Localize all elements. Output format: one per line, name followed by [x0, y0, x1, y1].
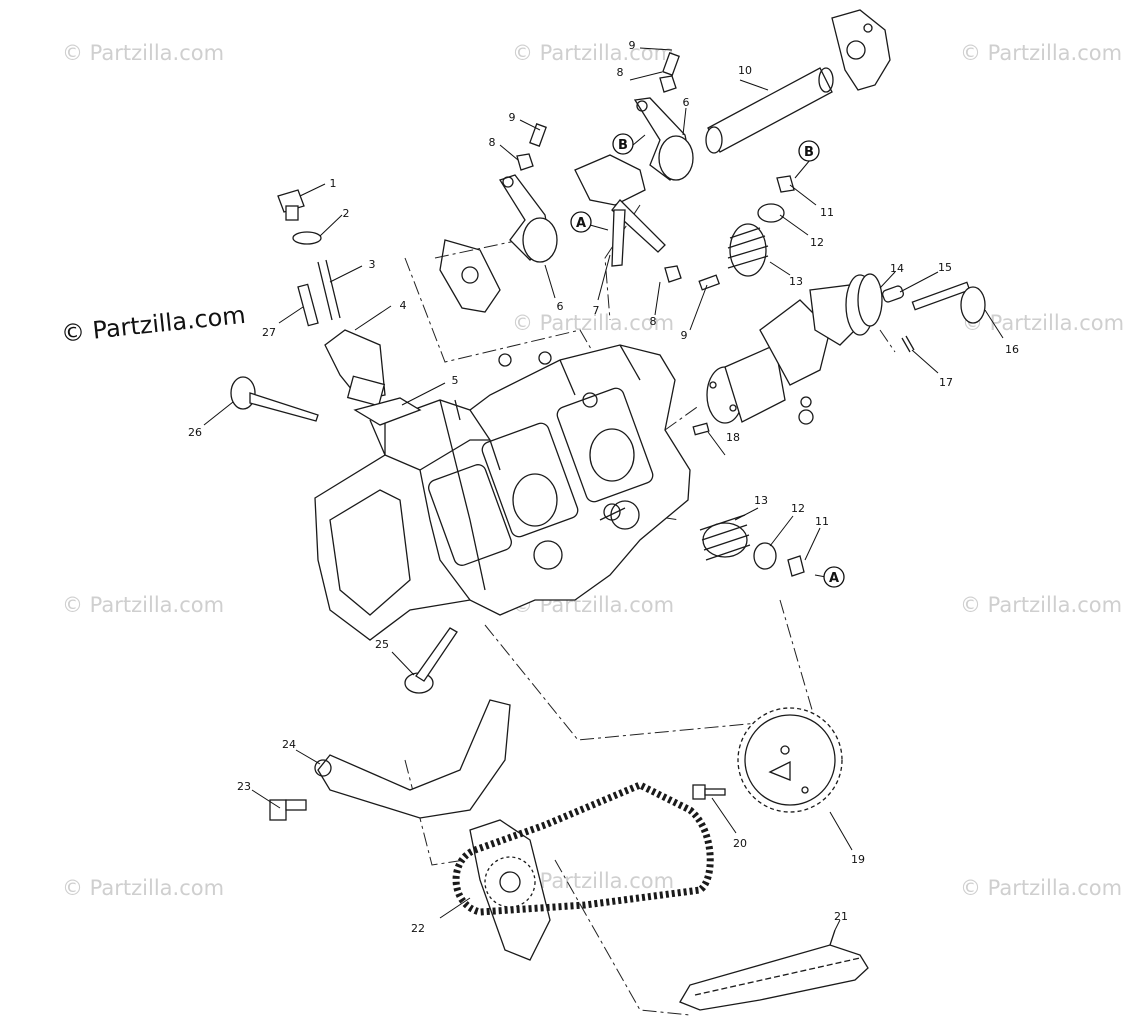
hardware	[277, 52, 986, 577]
watermark-main: © Partzilla.com	[60, 301, 247, 348]
marker-circle-a	[823, 566, 845, 588]
callout-8: 8	[617, 66, 624, 79]
chain-guide	[269, 699, 511, 821]
callout-17: 17	[939, 376, 953, 389]
marker-b-label: B	[804, 145, 814, 160]
watermark: © Partzilla.com	[960, 876, 1122, 900]
callout-12: 12	[810, 236, 824, 249]
callout-22: 22	[411, 922, 425, 935]
callout-3: 3	[369, 258, 376, 271]
callout-21: 21	[834, 910, 848, 923]
callout-16: 16	[1005, 343, 1019, 356]
tensioner-guide	[679, 929, 869, 1011]
cam-bracket	[439, 9, 891, 313]
callout-4: 4	[400, 299, 407, 312]
marker-a-label: A	[576, 216, 586, 231]
callout-23: 23	[237, 780, 251, 793]
callout-13: 13	[754, 494, 768, 507]
rocker-shaft	[705, 67, 834, 154]
watermark: © Partzilla.com	[960, 41, 1122, 65]
callout-10: 10	[738, 64, 752, 77]
cylinder-head	[314, 344, 691, 641]
watermark: © Partzilla.com	[962, 311, 1124, 335]
callout-labels: 1 2 3 4 5 6 6 7 8 8 8 9 9 9 10 11 11 12 …	[188, 39, 1019, 935]
marker-circle-b	[798, 140, 820, 162]
watermark: © Partzilla.com	[62, 41, 224, 65]
rocker-arms	[499, 97, 694, 267]
marker-circle-b	[612, 133, 634, 155]
marker-b-label: B	[618, 138, 628, 153]
reference-markers: A A B B	[570, 133, 845, 588]
callout-8: 8	[650, 315, 657, 328]
callout-26: 26	[188, 426, 202, 439]
valves	[230, 376, 458, 694]
callout-8: 8	[489, 136, 496, 149]
callout-12: 12	[791, 502, 805, 515]
callout-11: 11	[815, 515, 829, 528]
watermark: © Partzilla.com	[512, 869, 674, 893]
callout-5: 5	[452, 374, 459, 387]
watermark: © Partzilla.com	[960, 593, 1122, 617]
callout-24: 24	[282, 738, 296, 751]
marker-circle-a	[570, 211, 592, 233]
callout-9: 9	[509, 111, 516, 124]
callout-14: 14	[890, 262, 904, 275]
callout-25: 25	[375, 638, 389, 651]
leader-lines	[203, 47, 1004, 931]
callout-6: 6	[683, 96, 690, 109]
callout-1: 1	[330, 177, 337, 190]
callout-19: 19	[851, 853, 865, 866]
callout-27: 27	[262, 326, 276, 339]
callout-6: 6	[557, 300, 564, 313]
marker-a-label: A	[829, 571, 839, 586]
watermark: © Partzilla.com	[62, 876, 224, 900]
callout-18: 18	[726, 431, 740, 444]
watermark: © Partzilla.com	[512, 311, 674, 335]
watermark: © Partzilla.com	[62, 593, 224, 617]
callout-2: 2	[343, 207, 350, 220]
callout-7: 7	[593, 304, 600, 317]
watermark: © Partzilla.com	[512, 41, 674, 65]
callout-11: 11	[820, 206, 834, 219]
cam-sprocket	[692, 707, 843, 813]
camshaft	[706, 273, 904, 425]
callout-9: 9	[629, 39, 636, 52]
watermarks: © Partzilla.com © Partzilla.com © Partzi…	[60, 41, 1124, 900]
callout-13: 13	[789, 275, 803, 288]
timing-chain	[452, 781, 714, 961]
callout-20: 20	[733, 837, 747, 850]
callout-9: 9	[681, 329, 688, 342]
callout-15: 15	[938, 261, 952, 274]
